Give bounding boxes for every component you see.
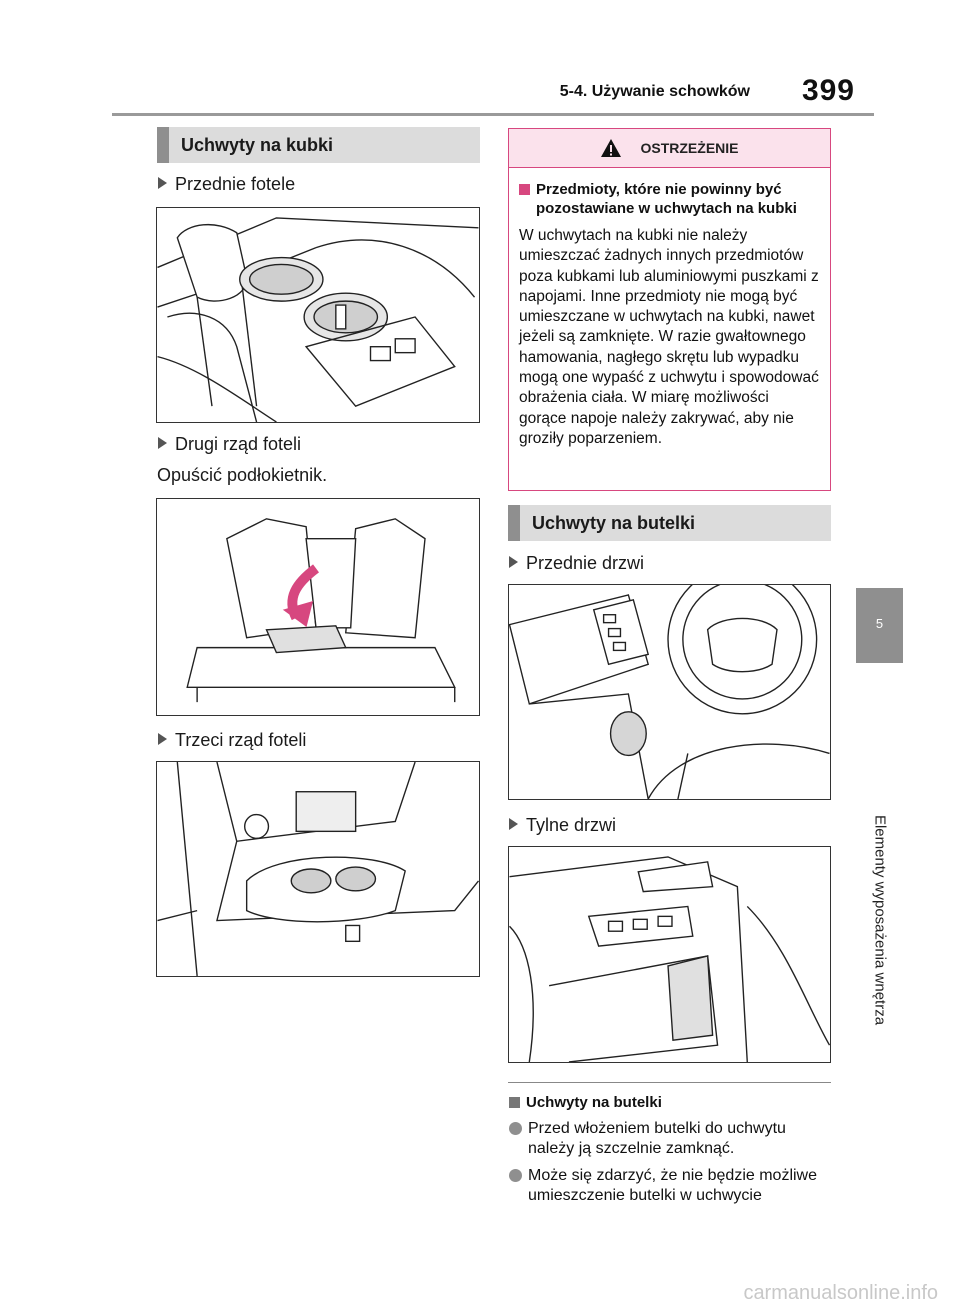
- bullet-dot-icon: [509, 1169, 522, 1182]
- figure-rear-door-bottle-holder: [508, 846, 831, 1063]
- arrow-icon: [509, 556, 518, 568]
- subheading-label: Przednie fotele: [175, 174, 296, 194]
- section-title: 5-4. Używanie schowków: [559, 83, 750, 100]
- subheading-rear-doors: Tylne drzwi: [509, 815, 616, 836]
- arrow-icon: [158, 177, 167, 189]
- subheading-label: Tylne drzwi: [526, 815, 617, 835]
- notes-bullet: Może się zdarzyć, że nie będzie możliwe …: [509, 1166, 831, 1206]
- subheading-label: Trzeci rząd foteli: [175, 730, 307, 750]
- page-number: 399: [801, 74, 855, 107]
- figure-third-row-cup-holder: [156, 761, 480, 977]
- subheading-second-row: Drugi rząd foteli: [158, 434, 301, 455]
- notes-heading: Uchwyty na butelki: [509, 1094, 662, 1111]
- figure-second-row-armrest: [156, 498, 480, 716]
- warning-triangle-icon: [601, 139, 622, 157]
- warning-body: W uchwytach na kubki nie należy umieszcz…: [519, 227, 819, 447]
- warning-subtitle-text: Przedmioty, które nie powinny być pozost…: [536, 181, 797, 217]
- figure-front-door-bottle-holder: [508, 584, 831, 800]
- figure-front-cup-holder: [156, 207, 480, 423]
- notes-bullet: Przed włożeniem butelki do uchwytu należ…: [509, 1119, 831, 1159]
- warning-title: OSTRZEŻENIE: [640, 140, 739, 156]
- subheading-label: Przednie drzwi: [526, 553, 645, 573]
- arrow-icon: [158, 437, 167, 449]
- warning-header: OSTRZEŻENIE: [509, 129, 830, 168]
- warning-subtitle: Przedmioty, które nie powinny być pozost…: [519, 180, 820, 218]
- square-bullet-icon: [509, 1097, 520, 1108]
- section-heading-cup-holders: Uchwyty na kubki: [157, 127, 480, 163]
- subheading-label: Drugi rząd foteli: [175, 434, 302, 454]
- bullet-text: Przed włożeniem butelki do uchwytu należ…: [528, 1120, 786, 1157]
- arrow-icon: [158, 733, 167, 745]
- instruction-text: Opuścić podłokietnik.: [157, 465, 328, 485]
- watermark: carmanualsonline.info: [743, 1282, 938, 1304]
- subheading-front-doors: Przednie drzwi: [509, 553, 644, 574]
- bullet-dot-icon: [509, 1122, 522, 1135]
- arrow-icon: [509, 818, 518, 830]
- header-rule: [112, 113, 874, 116]
- subheading-front-seats: Przednie fotele: [158, 174, 295, 195]
- section-heading-bottle-holders: Uchwyty na butelki: [508, 505, 831, 541]
- square-bullet-icon: [519, 184, 530, 195]
- notes-heading-text: Uchwyty na butelki: [526, 1094, 662, 1111]
- chapter-title: Elementy wyposażenia wnętrza: [871, 814, 889, 1026]
- bullet-text: Może się zdarzyć, że nie będzie możliwe …: [528, 1167, 818, 1204]
- chapter-tab: 5: [856, 588, 903, 663]
- warning-box: OSTRZEŻENIE Przedmioty, które nie powinn…: [508, 128, 831, 491]
- subheading-third-row: Trzeci rząd foteli: [158, 730, 306, 751]
- notes-divider: [508, 1082, 831, 1083]
